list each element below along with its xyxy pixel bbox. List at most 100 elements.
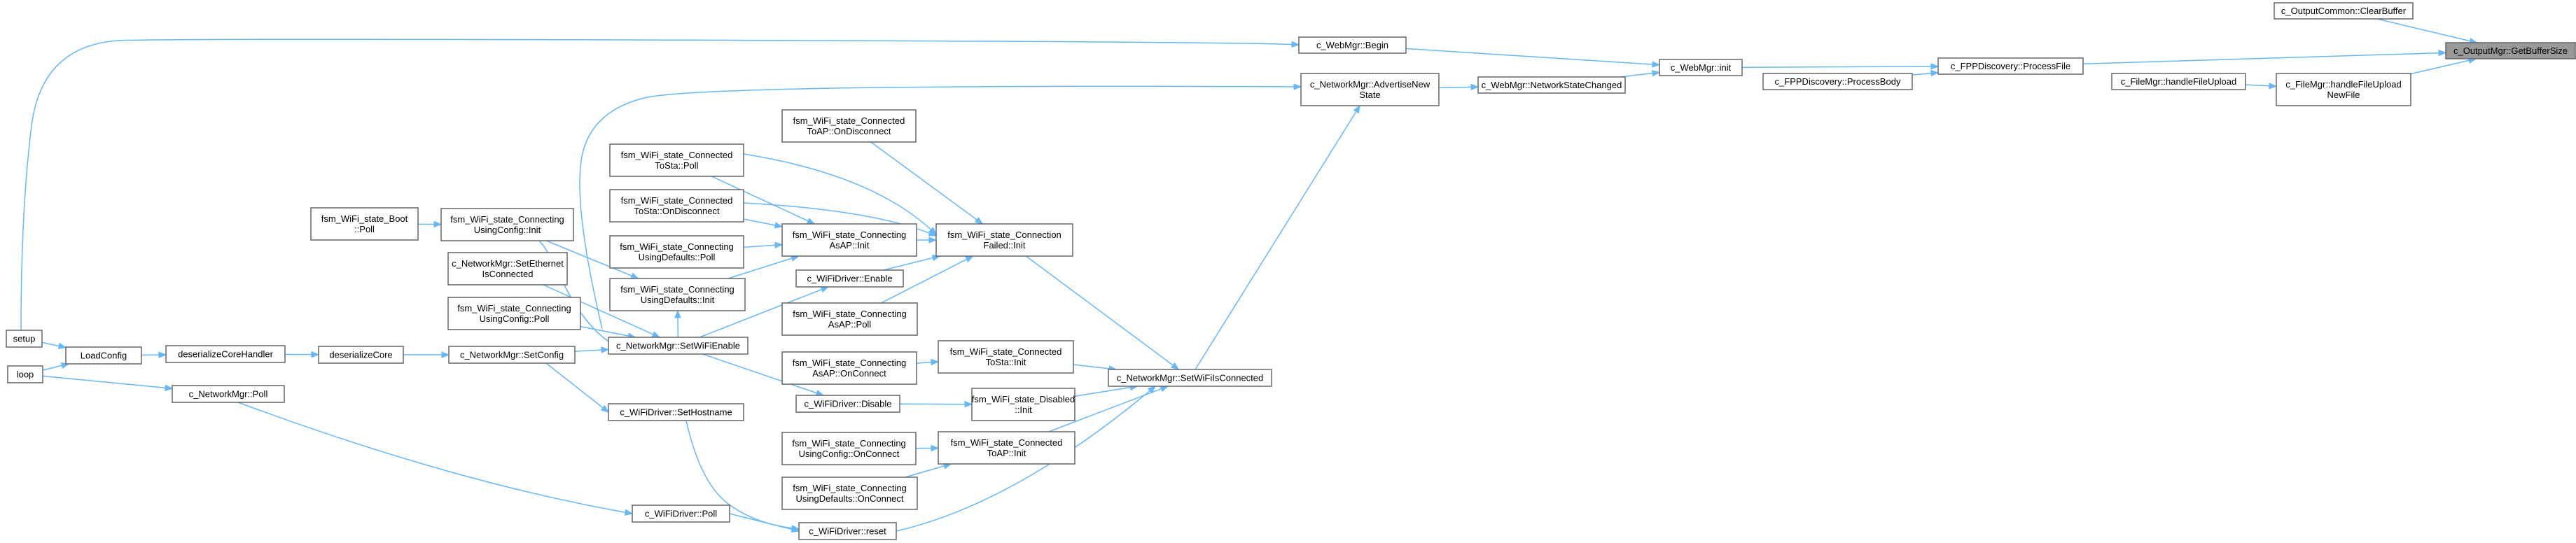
node-connectingusingdefaults-init[interactable]: fsm_WiFi_state_ConnectingUsingDefaults::…	[609, 278, 746, 311]
node-box	[1659, 59, 1743, 76]
node-networkstatechanged[interactable]: c_WebMgr::NetworkStateChanged	[1477, 76, 1626, 94]
arrowhead	[1160, 386, 1169, 393]
node-webmgr-begin[interactable]: c_WebMgr::Begin	[1298, 36, 1407, 54]
node-box	[1300, 73, 1440, 106]
node-handlefileupload[interactable]: c_FileMgr::handleFileUpload	[2111, 73, 2246, 90]
edge-clearbuffer-to-getbuffersize	[2376, 18, 2478, 45]
node-label: c_NetworkMgr::SetWiFiIsConnected	[1117, 373, 1264, 383]
edge-connectedtoap_init-to-setwifiisconnected	[1048, 386, 1169, 432]
edge-setwifiisconnected-to-advertisenewstate	[1195, 104, 1360, 370]
edge-setconfig-to-setwifienable	[574, 346, 610, 353]
edge-wifidriver_reset-to-setwifiisconnected	[896, 386, 1157, 532]
node-label: c_NetworkMgr::SetEthernet	[452, 258, 564, 269]
node-box	[938, 431, 1075, 465]
edge-connectingusingconfig_init-to-connectingusingdefaults_init	[546, 240, 639, 279]
node-label: fsm_WiFi_state_Connected	[793, 115, 905, 126]
node-deserializecorehandler[interactable]: deserializeCoreHandler	[165, 345, 286, 363]
node-box	[632, 505, 730, 523]
node-disabled-init[interactable]: fsm_WiFi_state_Disabled::Init	[971, 388, 1075, 421]
node-setup[interactable]: setup	[6, 330, 43, 348]
edge-connectingusingdefaults_poll-to-connectingasap_init	[743, 241, 784, 249]
node-box	[781, 302, 918, 336]
node-sethostname[interactable]: c_WiFiDriver::SetHostname	[608, 403, 744, 421]
node-label: ::Init	[1015, 404, 1032, 415]
edge-handlefileuploadnewfile-to-getbuffersize	[2410, 57, 2477, 75]
node-label: AsAP::Poll	[828, 319, 872, 330]
edge-wifidriver_poll-to-wifidriver_reset	[729, 513, 800, 533]
node-webmgr-init[interactable]: c_WebMgr::init	[1659, 59, 1743, 76]
node-label: Failed::Init	[984, 240, 1026, 251]
node-connectingusingdefaults-poll[interactable]: fsm_WiFi_state_ConnectingUsingDefaults::…	[609, 235, 744, 269]
node-setconfig[interactable]: c_NetworkMgr::SetConfig	[448, 346, 576, 364]
node-label: c_OutputMgr::GetBufferSize	[2453, 45, 2568, 56]
node-loop[interactable]: loop	[7, 365, 43, 383]
node-label: fsm_WiFi_state_Connecting	[793, 483, 907, 493]
node-label: fsm_WiFi_state_Connection	[947, 230, 1061, 240]
node-connectingusingconfig-onconnect[interactable]: fsm_WiFi_state_ConnectingUsingConfig::On…	[781, 432, 917, 465]
node-box	[2445, 42, 2576, 59]
node-loadconfig[interactable]: LoadConfig	[65, 346, 142, 365]
node-box	[781, 432, 917, 465]
node-label: UsingConfig::Init	[474, 225, 541, 235]
node-label: UsingConfig::Poll	[480, 313, 550, 324]
edge-networkmgr_poll-to-wifidriver_poll	[237, 402, 634, 516]
node-label: c_WiFiDriver::SetHostname	[620, 407, 732, 418]
node-label: fsm_WiFi_state_Disabled	[972, 394, 1075, 404]
node-wifidriver-enable[interactable]: c_WiFiDriver::Enable	[795, 269, 904, 288]
edge-connectedtosta_ondisconnect-to-connectionfailed_init	[743, 202, 938, 237]
node-connectingusingconfig-poll[interactable]: fsm_WiFi_state_ConnectingUsingConfig::Po…	[447, 297, 581, 330]
node-networkmgr-poll[interactable]: c_NetworkMgr::Poll	[172, 385, 285, 403]
node-connectingusingconfig-init[interactable]: fsm_WiFi_state_ConnectingUsingConfig::In…	[440, 208, 574, 241]
edge-deserializecore-to-setconfig	[403, 351, 450, 358]
node-setwifiisconnected[interactable]: c_NetworkMgr::SetWiFiIsConnected	[1108, 369, 1272, 387]
arrowhead	[791, 525, 800, 532]
node-wifidriver-disable[interactable]: c_WiFiDriver::Disable	[795, 395, 900, 413]
arrowhead	[931, 358, 940, 366]
node-box	[781, 351, 917, 385]
node-box	[938, 340, 1074, 374]
node-deserializecore[interactable]: deserializeCore	[318, 346, 404, 364]
node-label: loop	[17, 369, 34, 380]
node-box	[608, 403, 744, 421]
edge-setwifienable-to-advertisenewstate	[579, 83, 1302, 330]
node-wifidriver-reset[interactable]: c_WiFiDriver::reset	[798, 522, 897, 540]
edge-connectionfailed_init-to-setwifiisconnected	[1025, 255, 1180, 370]
edge-boot_poll-to-connectingusingconfig_init	[417, 220, 443, 228]
node-getbuffersize[interactable]: c_OutputMgr::GetBufferSize	[2445, 42, 2576, 59]
node-connectedtoap-ondisconnect[interactable]: fsm_WiFi_state_ConnectedToAP::OnDisconne…	[781, 109, 917, 143]
node-processfile[interactable]: c_FPPDiscovery::ProcessFile	[1937, 57, 2084, 75]
node-label: c_WebMgr::NetworkStateChanged	[1482, 80, 1622, 90]
node-box	[1937, 57, 2084, 75]
node-wifidriver-poll[interactable]: c_WiFiDriver::Poll	[632, 505, 730, 523]
node-clearbuffer[interactable]: c_OutputCommon::ClearBuffer	[2274, 2, 2414, 20]
arrowhead	[57, 342, 67, 350]
node-setwifienable[interactable]: c_NetworkMgr::SetWiFiEnable	[608, 337, 749, 355]
node-label: NewFile	[2327, 90, 2360, 100]
node-boot-poll[interactable]: fsm_WiFi_state_Boot::Poll	[310, 207, 419, 241]
node-label: UsingDefaults::OnConnect	[796, 493, 904, 504]
node-box	[2111, 73, 2246, 90]
node-box	[781, 477, 918, 510]
node-label: deserializeCoreHandler	[178, 349, 274, 360]
edge-sethostname-to-wifidriver_reset	[685, 420, 800, 532]
node-box	[609, 143, 744, 177]
node-connectedtosta-ondisconnect[interactable]: fsm_WiFi_state_ConnectedToSta::OnDisconn…	[609, 189, 744, 223]
node-connectingusingdefaults-onconnect[interactable]: fsm_WiFi_state_ConnectingUsingDefaults::…	[781, 477, 918, 510]
arrowhead	[624, 509, 634, 516]
arrowhead	[433, 220, 443, 228]
node-box	[447, 252, 568, 285]
edge-connectedtoap_ondisconnect-to-connectionfailed_init	[870, 141, 984, 225]
node-label: fsm_WiFi_state_Connecting	[620, 284, 734, 295]
node-label: IsConnected	[482, 269, 534, 279]
node-processbody[interactable]: c_FPPDiscovery::ProcessBody	[1762, 73, 1913, 90]
